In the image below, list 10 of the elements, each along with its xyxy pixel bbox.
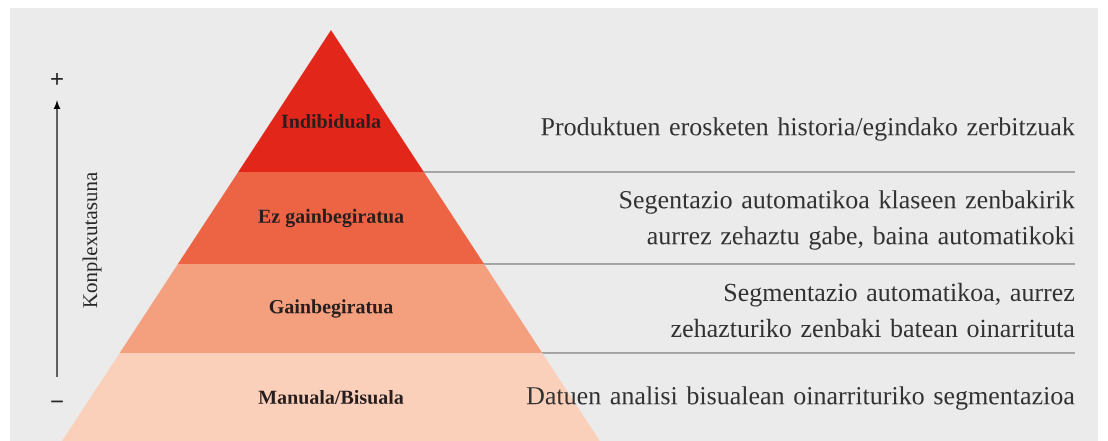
axis-label: Konplexutasuna [82,172,102,308]
pyramid-level: Gainbegiratua [119,264,543,353]
description-text: Segentazio automatikoa klaseen zenbakirik aurrez zehaztu gabe, baina automatikoki [620,190,1075,250]
description-text: Produktuen erosketen historia/egindako zerbitzuak [541,117,1075,141]
description-text: Datuen analisi bisualean oinarrituriko segmentazioa [526,386,1075,410]
minus-sign: − [51,400,63,403]
description-text: Segmentazio automatikoa, aurrez zehazturiko zenbaki batean oinarrituta [671,282,1075,338]
pyramid-level: Indibiduala [238,30,424,172]
plus-sign: + [51,73,63,85]
pyramid-level: Ez gainbegiratua [177,172,485,264]
